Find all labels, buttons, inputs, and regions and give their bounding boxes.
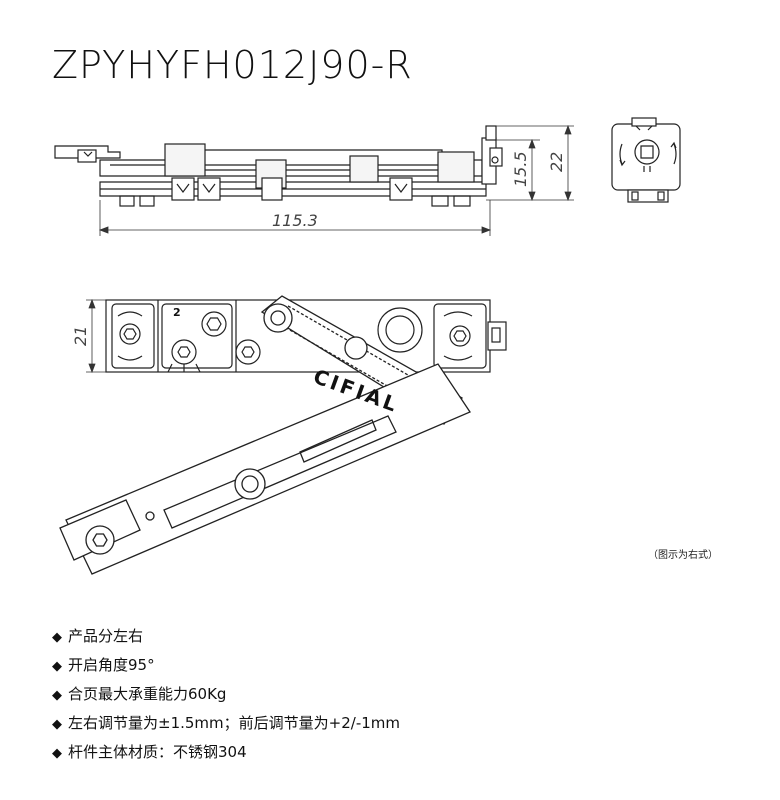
feature-text: 合页最大承重能力60Kg — [68, 685, 227, 703]
feature-list: ◆ 产品分左右 ◆ 开启角度95° ◆ 合页最大承重能力60Kg ◆ 左右调节量为±1.… — [52, 622, 400, 767]
feature-text: 杆件主体材质：不锈钢304 — [68, 743, 247, 761]
diamond-bullet-icon: ◆ — [52, 688, 62, 703]
feature-item: ◆ 左右调节量为±1.5mm；前后调节量为+2/-1mm — [52, 709, 400, 738]
top-view-dimension — [86, 298, 106, 374]
dim-height-outer: 22 — [547, 152, 566, 172]
technical-drawing: 115.3 15.5 22 21 — [54, 117, 681, 575]
side-view — [54, 125, 503, 207]
feature-item: ◆ 开启角度95° — [52, 651, 400, 680]
feature-text: 开启角度95° — [68, 656, 155, 674]
end-view — [611, 117, 681, 203]
feature-item: ◆ 杆件主体材质：不锈钢304 — [52, 738, 400, 767]
dim-width: 21 — [71, 326, 90, 346]
model-number-title: ZPYHYFH012J90-R — [52, 43, 413, 87]
feature-item: ◆ 产品分左右 — [52, 622, 400, 651]
diamond-bullet-icon: ◆ — [52, 717, 62, 732]
dim-height-inner: 15.5 — [511, 151, 530, 187]
lower-arm — [59, 363, 471, 575]
feature-item: ◆ 合页最大承重能力60Kg — [52, 680, 400, 709]
diamond-bullet-icon: ◆ — [52, 630, 62, 645]
side-view-dimensions — [98, 124, 574, 236]
dim-overall-length: 115.3 — [272, 211, 318, 230]
diamond-bullet-icon: ◆ — [52, 659, 62, 674]
diamond-bullet-icon: ◆ — [52, 746, 62, 761]
feature-text: 产品分左右 — [68, 627, 144, 645]
position-mark: 2 — [173, 306, 181, 319]
right-hand-version-note: （图示为右式） — [648, 550, 718, 561]
feature-text: 左右调节量为±1.5mm；前后调节量为+2/-1mm — [68, 714, 400, 732]
